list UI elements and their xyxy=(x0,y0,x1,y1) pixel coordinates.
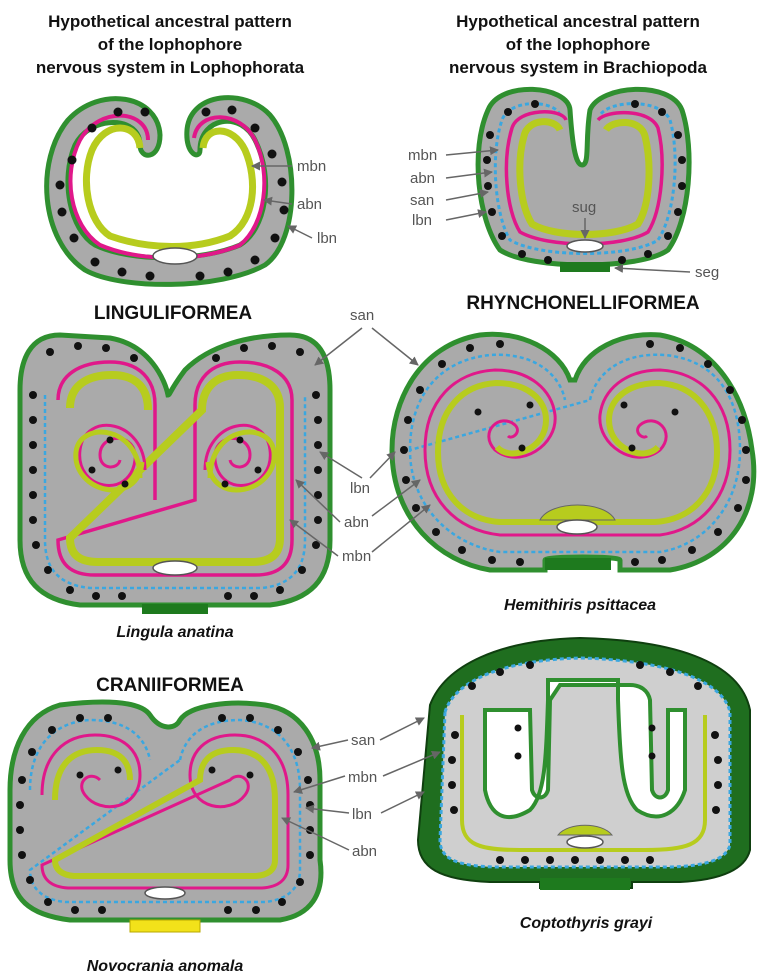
diagram-lingula-anatina xyxy=(20,335,330,614)
label-mbn: mbn xyxy=(342,548,371,565)
label-lbn: lbn xyxy=(352,806,372,823)
label-mbn: mbn xyxy=(348,769,377,786)
ancestral-brachiopoda-ganglion xyxy=(567,240,603,252)
species-coptothyris-grayi: Coptothyris grayi xyxy=(520,915,653,932)
label-abn: abn xyxy=(352,843,377,860)
heading-lophophorata-line-2: of the lophophore xyxy=(98,35,242,54)
taxon-linguliformea: LINGULIFORMEA xyxy=(94,303,253,324)
ancestral-lophophorata-accessory-nerve xyxy=(86,128,252,247)
label-san: san xyxy=(350,307,374,324)
heading-brachiopoda-line-2: of the lophophore xyxy=(506,35,650,54)
diagram-novocrania-anomala xyxy=(10,702,321,932)
diagram-coptothyris-grayi xyxy=(418,638,750,890)
label-mbn: mbn xyxy=(297,158,326,175)
novocrania-subenteric-ganglion xyxy=(130,920,200,932)
label-sug: sug xyxy=(572,199,596,216)
species-novocrania-anomala: Novocrania anomala xyxy=(87,958,244,975)
heading-lophophorata-line-1: Hypothetical ancestral pattern xyxy=(48,12,292,31)
label-seg: seg xyxy=(695,264,719,281)
heading-brachiopoda-line-3: nervous system in Brachiopoda xyxy=(449,58,707,77)
label-lbn: lbn xyxy=(317,230,337,247)
heading-brachiopoda-line-1: Hypothetical ancestral pattern xyxy=(456,12,700,31)
ancestral-brachiopoda-subenteric-ganglion xyxy=(560,262,610,272)
label-lbn: lbn xyxy=(350,480,370,497)
species-hemithiris-psittacea: Hemithiris psittacea xyxy=(504,597,656,614)
taxon-rhynchonelliformea: RHYNCHONELLIFORMEA xyxy=(466,293,700,314)
diagram-ancestral-lophophorata xyxy=(47,98,292,285)
taxon-craniiformea: CRANIIFORMEA xyxy=(96,675,244,696)
label-abn: abn xyxy=(297,196,322,213)
hemithiris-subenteric-ganglion xyxy=(545,558,611,570)
label-mbn: mbn xyxy=(408,147,437,164)
diagram-hemithiris-psittacea xyxy=(392,334,754,570)
coptothyris-subenteric-ganglion xyxy=(540,878,630,890)
label-abn: abn xyxy=(344,514,369,531)
label-san: san xyxy=(410,192,434,209)
heading-brachiopoda: Hypothetical ancestral pattern of the lo… xyxy=(449,12,707,77)
lingula-subenteric-ganglion xyxy=(142,604,208,614)
lingula-ganglion xyxy=(153,561,197,575)
coptothyris-ganglion xyxy=(567,836,603,848)
hemithiris-ganglion xyxy=(557,520,597,534)
heading-lophophorata-line-3: nervous system in Lophophorata xyxy=(36,58,305,77)
label-lbn: lbn xyxy=(412,212,432,229)
label-san: san xyxy=(351,732,375,749)
species-lingula-anatina: Lingula anatina xyxy=(116,624,233,641)
novocrania-ganglion xyxy=(145,887,185,899)
heading-lophophorata: Hypothetical ancestral pattern of the lo… xyxy=(36,12,305,77)
diagram-ancestral-brachiopoda xyxy=(478,89,689,272)
label-abn: abn xyxy=(410,170,435,187)
ancestral-lophophorata-ganglion xyxy=(153,248,197,264)
